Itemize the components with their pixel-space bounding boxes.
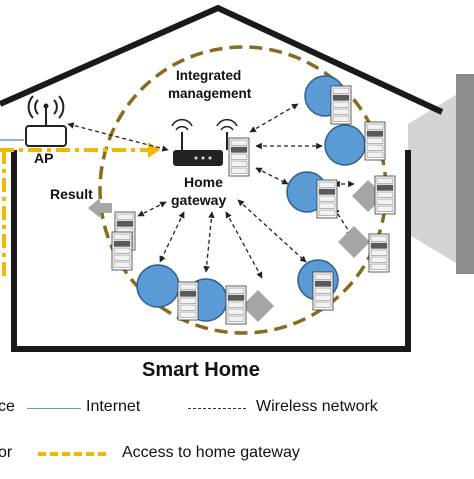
house-outline xyxy=(0,4,444,352)
result-arrow xyxy=(88,198,112,218)
legend-internet-line xyxy=(27,408,81,409)
smart-device-icon xyxy=(136,264,180,308)
legend-internet-label: Internet xyxy=(86,398,141,415)
wireless-links xyxy=(67,103,355,279)
legend-wireless-label: Wireless network xyxy=(256,398,378,415)
external-device xyxy=(456,74,474,274)
integrated-management-label: Integrated management xyxy=(168,68,252,101)
protocol-stack-icon xyxy=(225,285,247,325)
protocol-stack-icon xyxy=(111,231,133,271)
protocol-stacks xyxy=(111,85,396,325)
protocol-stack-icon xyxy=(374,175,396,215)
protocol-stack-icon xyxy=(177,281,199,321)
protocol-stack-icon xyxy=(316,179,338,219)
legend-access-line xyxy=(38,452,106,456)
legend-wireless-line xyxy=(188,408,246,409)
protocol-stack-icon xyxy=(368,233,390,273)
sensor-diamond-icon xyxy=(338,226,370,258)
legend-access-label: Access to home gateway xyxy=(122,444,300,461)
home-gateway-label: Home gateway xyxy=(171,174,227,208)
sensor-diamond-icon xyxy=(242,290,274,322)
protocol-stack-icon xyxy=(312,271,334,311)
smart-device-icon xyxy=(324,124,366,166)
legend: ce Internet Wireless network or Access t… xyxy=(0,392,474,474)
protocol-stack-icon xyxy=(228,137,250,177)
legend-partial-bottom-left: or xyxy=(0,444,13,461)
home-gateway-router-icon xyxy=(171,118,238,166)
protocol-stack-icon xyxy=(364,121,386,161)
legend-partial-top-left: ce xyxy=(0,398,15,415)
result-label: Result xyxy=(50,186,93,202)
protocol-stack-icon xyxy=(330,85,352,125)
wireless-router-icon xyxy=(25,95,67,147)
smart-home-label: Smart Home xyxy=(142,359,260,381)
ap-label: AP xyxy=(34,150,53,166)
access-line xyxy=(0,142,160,276)
